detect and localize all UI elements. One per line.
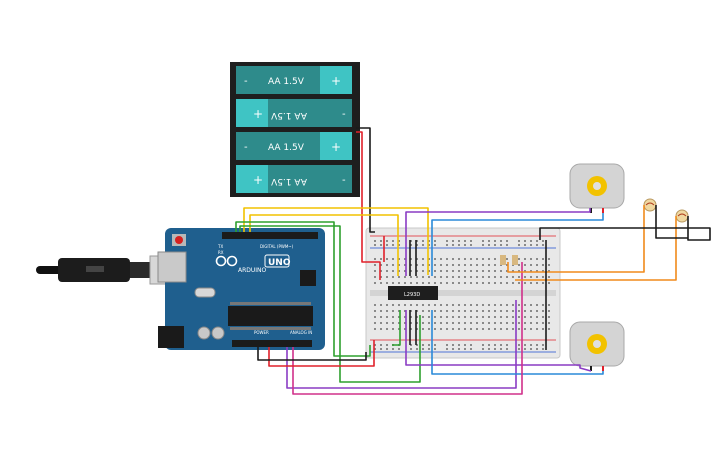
battery-label: AA 1.5V [268, 77, 305, 87]
wire-magenta[interactable] [292, 262, 523, 395]
battery-cell[interactable]: + AA 1.5V - [236, 165, 352, 193]
wire-purple-top[interactable] [405, 208, 591, 276]
wire-green[interactable] [235, 221, 371, 357]
wire-red-power[interactable] [268, 340, 375, 367]
wire-blue-top[interactable] [431, 213, 604, 276]
battery-terminal-minus: - [342, 175, 346, 186]
wires[interactable] [235, 127, 711, 395]
battery-terminal-minus: - [342, 109, 346, 120]
analog-pins-label: ANALOG IN [290, 330, 312, 335]
atmega-chip [228, 306, 313, 326]
arduino-uno-board[interactable]: ARDUINO UNO DIGITAL (PWM~) POWER ANALOG … [157, 228, 325, 350]
tx-label: TX [217, 244, 223, 249]
battery-terminal-minus: - [244, 142, 248, 153]
capacitor-1 [197, 326, 211, 340]
wire-black-battery[interactable] [356, 127, 375, 233]
dc-motor-bottom[interactable] [569, 321, 625, 371]
dc-motor-top[interactable] [569, 163, 625, 213]
wire-black-gnd[interactable] [257, 347, 367, 361]
wire-orange-1[interactable] [507, 205, 645, 273]
wire-red-battery[interactable] [356, 131, 381, 280]
arduino-model-label: UNO [268, 258, 291, 268]
capacitor-2 [211, 326, 225, 340]
wire-blue-bottom[interactable] [431, 310, 604, 375]
battery-cell[interactable]: + AA 1.5V - [236, 99, 352, 127]
battery-cell[interactable]: - AA 1.5V + [236, 132, 352, 160]
arduino-brand-label: ARDUINO [238, 267, 267, 274]
usb-chip [300, 270, 316, 286]
digital-header[interactable] [222, 232, 318, 239]
wire-yellow[interactable] [243, 207, 429, 275]
driver-chip-label: L293D [404, 292, 420, 298]
photoresistor-icon [675, 209, 689, 223]
rx-label: RX [218, 250, 224, 255]
photoresistor-2[interactable] [675, 209, 689, 223]
power-analog-header[interactable] [232, 340, 312, 347]
battery-terminal-minus: - [244, 76, 248, 87]
photoresistor-icon [643, 198, 657, 212]
wire-black-ldr[interactable] [539, 216, 711, 241]
wire-black-ldr-2[interactable] [655, 205, 688, 239]
battery-terminal-plus: + [253, 173, 263, 187]
wire-green-3[interactable] [392, 310, 401, 346]
wire-yellow-2[interactable] [249, 214, 399, 276]
battery-cell[interactable]: - AA 1.5V + [236, 66, 352, 94]
battery-pack[interactable]: - AA 1.5V + + AA 1.5V - - AA 1.5V + + AA… [230, 62, 360, 197]
arduino-logo [215, 255, 238, 267]
photoresistor-1[interactable] [643, 198, 657, 212]
wire-green-2[interactable] [239, 225, 421, 383]
battery-terminal-plus: + [253, 107, 263, 121]
battery-label: AA 1.5V [268, 143, 305, 153]
wire-purple-bottom[interactable] [405, 310, 592, 372]
digital-pins-label: DIGITAL (PWM~) [260, 244, 294, 249]
battery-terminal-plus: + [331, 74, 341, 88]
battery-label: AA 1.5V [270, 176, 307, 186]
wire-purple-analog[interactable] [286, 300, 517, 389]
battery-label: AA 1.5V [270, 110, 307, 120]
battery-terminal-plus: + [331, 140, 341, 154]
crystal-oscillator [194, 287, 216, 298]
l293d-driver-chip[interactable]: L293D [388, 286, 438, 300]
resistor-icon[interactable] [500, 255, 518, 265]
power-pins-label: POWER [254, 330, 269, 335]
